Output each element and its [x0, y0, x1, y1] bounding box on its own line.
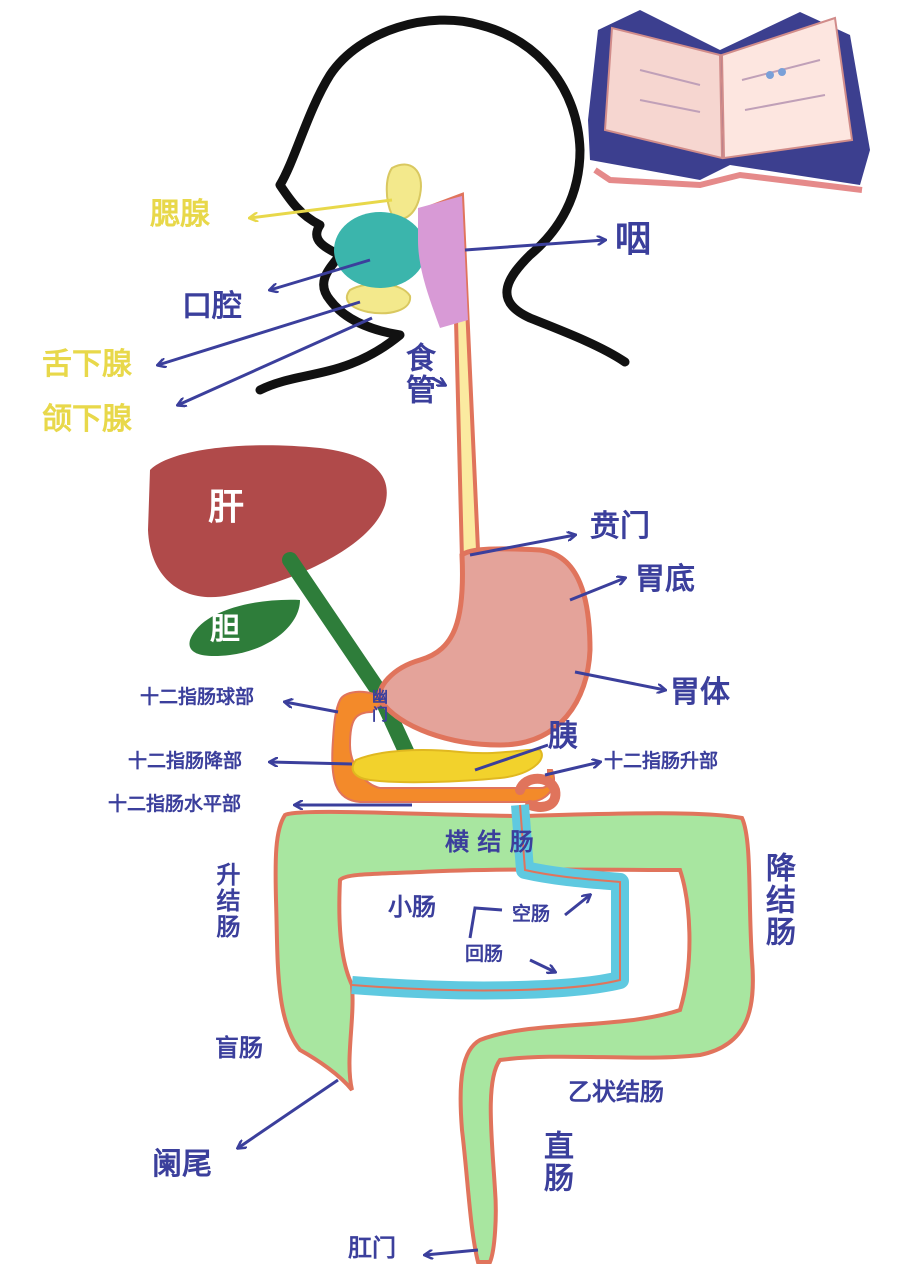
head-outline	[255, 15, 630, 395]
jejunum-label: 空肠	[512, 903, 551, 925]
horizontal-duodenum-label: 十二指肠水平部	[108, 793, 242, 815]
book-icon	[588, 10, 870, 193]
pharynx	[418, 196, 468, 328]
duodenal-bulb-label: 十二指肠球部	[140, 686, 255, 708]
pharynx-label: 咽	[615, 219, 652, 260]
rectum-label: 直肠	[538, 1130, 573, 1194]
parotid-gland	[385, 163, 422, 220]
parotid-gland-label: 腮腺	[150, 197, 210, 232]
esophagus-label: 食管	[400, 342, 435, 406]
duodenal-flexure	[515, 773, 561, 812]
ascending-duodenum-label: 十二指肠升部	[604, 750, 719, 772]
ascending-colon-label: 升结肠	[212, 862, 240, 940]
sublingual-gland	[345, 282, 412, 315]
pylorus-label: 幽门	[369, 688, 388, 724]
ileum-label: 回肠	[465, 943, 504, 965]
small-intestine-label: 小肠	[388, 893, 436, 921]
colon	[273, 809, 755, 1264]
fundus-label: 胃底	[635, 562, 695, 597]
sigmoid-colon-label: 乙状结肠	[568, 1078, 664, 1106]
cecum-label: 盲肠	[215, 1034, 263, 1062]
sublingual-gland-label: 舌下腺	[42, 347, 132, 382]
oral-cavity-label: 口腔	[182, 289, 242, 324]
gallbladder-label: 胆	[210, 612, 240, 647]
oral-cavity	[334, 212, 426, 288]
pancreas-label: 胰	[548, 719, 578, 754]
gastric-body-label: 胃体	[670, 675, 730, 710]
descending-duodenum-label: 十二指肠降部	[128, 750, 243, 772]
cardia-label: 贲门	[590, 509, 650, 544]
liver-label: 肝	[208, 487, 245, 528]
pancreas	[351, 748, 543, 784]
descending-colon-label: 降结肠	[760, 852, 795, 948]
transverse-colon-label: 横 结 肠	[445, 828, 534, 856]
label-arrows	[158, 240, 665, 1255]
gallbladder	[189, 599, 300, 657]
liver	[148, 445, 387, 598]
submandibular-gland-label: 颌下腺	[42, 402, 132, 437]
appendix-label: 阑尾	[152, 1147, 212, 1182]
stomach	[376, 546, 593, 748]
small-intestine-outline	[351, 804, 621, 992]
anus-label: 肛门	[348, 1234, 396, 1262]
